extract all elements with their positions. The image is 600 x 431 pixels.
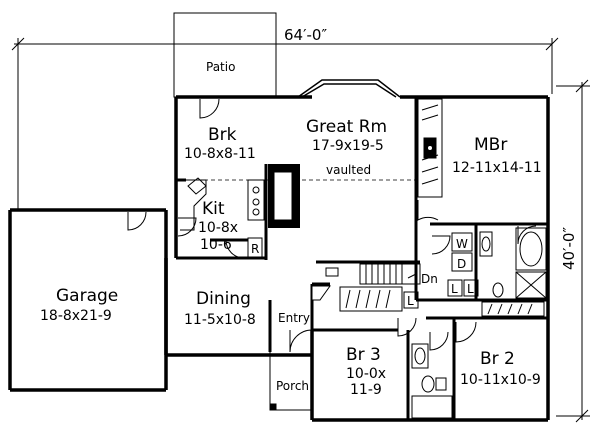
refrigerator-label: R <box>251 242 259 256</box>
entry-landing <box>311 285 331 301</box>
hall-niche <box>325 267 339 277</box>
kit-dims-1: 10-8x <box>198 220 238 236</box>
br2-name: Br 2 <box>480 349 515 369</box>
great-rm-name: Great Rm <box>306 117 387 137</box>
doors <box>127 98 537 353</box>
stairs <box>359 263 421 285</box>
master-bath-fixtures <box>479 227 547 299</box>
kit-dims-2: 10-6 <box>200 237 232 253</box>
brk-name: Brk <box>208 125 237 145</box>
linen-3-label: L <box>407 294 414 308</box>
mbr-dims: 12-11x14-11 <box>452 160 542 176</box>
br3-dims-1: 10-0x <box>346 366 386 382</box>
linen-closet-2 <box>463 279 479 297</box>
dining-name: Dining <box>196 289 251 309</box>
br2-closet <box>481 301 545 317</box>
exterior-walls <box>8 95 550 422</box>
br3-name: Br 3 <box>346 345 381 365</box>
depth-dimension-line <box>556 79 590 423</box>
hall-bath-fixtures <box>411 343 453 419</box>
overall-depth: 40′-0″ <box>560 227 578 270</box>
washer-label: W <box>456 237 468 251</box>
kit-name: Kit <box>202 199 225 219</box>
br2-dims: 10-11x10-9 <box>460 372 541 388</box>
patio-label: Patio <box>206 60 235 74</box>
dryer <box>451 252 473 272</box>
dryer-label: D <box>457 257 466 271</box>
entry-label: Entry <box>278 311 310 325</box>
refrigerator <box>247 237 263 259</box>
br3-dims-2: 11-9 <box>350 382 382 398</box>
overall-width: 64′-0″ <box>284 26 327 44</box>
brk-dims: 10-8x8-11 <box>184 146 256 162</box>
linen-1-label: L <box>451 282 458 296</box>
porch-post <box>269 403 277 411</box>
linen-2-label: L <box>467 282 474 296</box>
garage-dims: 18-8x21-9 <box>40 308 112 324</box>
great-rm-dims: 17-9x19-5 <box>312 138 384 154</box>
patio-outline <box>173 12 277 98</box>
great-rm-note: vaulted <box>326 163 371 177</box>
porch-label: Porch <box>276 379 309 393</box>
width-dimension-line <box>11 37 559 210</box>
mbr-closet <box>417 98 443 198</box>
washer <box>451 232 473 252</box>
stairs-down-label: Dn <box>421 272 438 286</box>
mbr-name: MBr <box>474 135 507 155</box>
garage-name: Garage <box>56 286 118 306</box>
dining-dims: 11-5x10-8 <box>184 312 256 328</box>
linen-closet-1 <box>447 279 463 297</box>
hall-closet <box>339 286 403 312</box>
fireplace <box>268 164 300 228</box>
bay-window <box>297 79 401 98</box>
linen-closet-3 <box>403 291 419 309</box>
